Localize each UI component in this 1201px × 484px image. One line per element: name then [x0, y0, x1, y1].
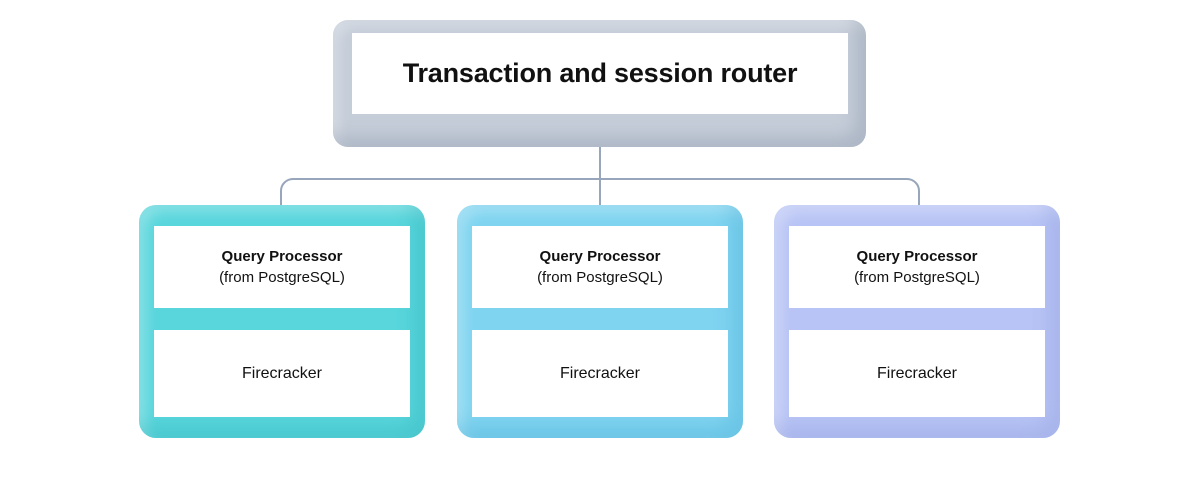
router-inner-panel: Transaction and session router [352, 33, 848, 114]
query-processor-panel-2: Query Processor (from PostgreSQL) [472, 226, 728, 308]
runtime-panel-1: Firecracker [154, 330, 410, 417]
runtime-label-2: Firecracker [559, 364, 640, 382]
query-processor-subtitle-1: (from PostgreSQL) [219, 268, 345, 286]
processor-card-1[interactable]: Query Processor (from PostgreSQL) Firecr… [139, 205, 425, 438]
query-processor-subtitle-3: (from PostgreSQL) [854, 268, 980, 286]
query-processor-panel-3: Query Processor (from PostgreSQL) [789, 226, 1045, 308]
router-title: Transaction and session router [402, 58, 798, 88]
query-processor-title-2: Query Processor [539, 247, 661, 265]
processor-card-3[interactable]: Query Processor (from PostgreSQL) Firecr… [774, 205, 1060, 438]
query-processor-title-3: Query Processor [856, 247, 978, 265]
runtime-panel-2: Firecracker [472, 330, 728, 417]
runtime-label-3: Firecracker [876, 364, 957, 382]
processor-card-2[interactable]: Query Processor (from PostgreSQL) Firecr… [457, 205, 743, 438]
runtime-label-1: Firecracker [241, 364, 322, 382]
router-node[interactable]: Transaction and session router [333, 20, 866, 147]
runtime-panel-3: Firecracker [789, 330, 1045, 417]
query-processor-panel-1: Query Processor (from PostgreSQL) [154, 226, 410, 308]
query-processor-title-1: Query Processor [221, 247, 343, 265]
query-processor-subtitle-2: (from PostgreSQL) [537, 268, 663, 286]
